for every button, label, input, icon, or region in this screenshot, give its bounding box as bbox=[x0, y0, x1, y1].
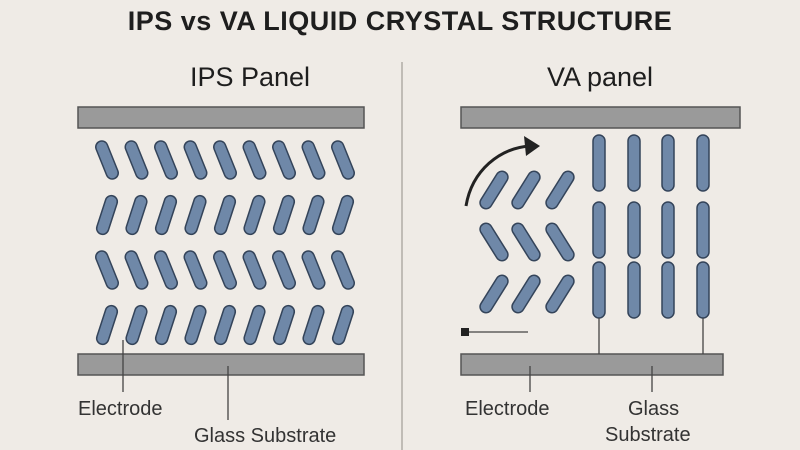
va-substrate-label-line2: Substrate bbox=[605, 424, 691, 446]
va-tilted-molecule bbox=[511, 274, 541, 314]
va-vertical-molecule bbox=[661, 201, 675, 259]
va-tilted-molecule bbox=[545, 222, 575, 262]
rotation-arrow-head bbox=[524, 136, 540, 156]
ips-crystal-molecule bbox=[95, 194, 119, 236]
va-tilted-molecule bbox=[511, 170, 541, 210]
va-vertical-molecule bbox=[592, 134, 606, 192]
ips-crystal-molecule bbox=[184, 304, 207, 346]
ips-crystal-molecule bbox=[331, 304, 355, 346]
ips-crystal-molecule bbox=[125, 304, 148, 346]
ips-crystal-molecule bbox=[272, 304, 296, 346]
va-vertical-molecule bbox=[627, 201, 641, 259]
ips-crystal-molecule bbox=[301, 250, 326, 290]
ips-crystal-molecule bbox=[95, 140, 119, 180]
ips-crystal-molecule bbox=[272, 250, 296, 290]
ips-crystal-molecule bbox=[242, 250, 267, 290]
ips-substrate-label: Glass Substrate bbox=[194, 425, 337, 447]
ips-crystal-molecule bbox=[125, 194, 148, 236]
ips-crystal-molecule bbox=[331, 140, 355, 180]
ips-crystal-molecule bbox=[124, 140, 149, 180]
ips-crystal-molecule bbox=[124, 250, 149, 290]
va-bottom-glass-plate bbox=[460, 353, 724, 376]
ips-crystal-molecule bbox=[154, 304, 178, 346]
ips-top-glass-plate bbox=[77, 106, 365, 129]
va-tilted-molecule bbox=[545, 274, 575, 314]
va-vertical-molecule bbox=[696, 261, 710, 319]
ips-crystal-molecule bbox=[154, 250, 178, 290]
ips-crystal-molecule bbox=[301, 140, 326, 180]
va-electrode-terminal bbox=[461, 328, 469, 336]
va-vertical-molecule bbox=[696, 134, 710, 192]
ips-crystal-molecule bbox=[184, 194, 207, 236]
va-tilted-molecule bbox=[479, 274, 509, 314]
ips-crystal-molecule bbox=[213, 140, 237, 180]
va-tilted-molecule bbox=[545, 170, 575, 210]
ips-crystal-molecule bbox=[213, 304, 237, 346]
va-crystal-layer bbox=[479, 134, 710, 319]
va-vertical-molecule bbox=[661, 134, 675, 192]
ips-crystal-molecule bbox=[243, 304, 266, 346]
va-panel-heading: VA panel bbox=[546, 62, 654, 92]
va-tilted-molecule bbox=[479, 222, 509, 262]
va-substrate-label-line1: Glass bbox=[628, 398, 680, 420]
va-vertical-molecule bbox=[627, 134, 641, 192]
ips-crystal-molecule bbox=[95, 250, 119, 290]
ips-crystal-molecule bbox=[183, 140, 208, 180]
va-vertical-molecule bbox=[592, 261, 606, 319]
ips-crystal-molecule bbox=[213, 194, 237, 236]
va-tilted-molecule bbox=[511, 222, 541, 262]
rotation-arrow bbox=[464, 144, 531, 207]
ips-crystal-molecule bbox=[272, 194, 296, 236]
ips-crystal-molecule bbox=[302, 304, 325, 346]
ips-crystal-molecule bbox=[331, 250, 355, 290]
va-vertical-molecule bbox=[627, 261, 641, 319]
ips-crystal-molecule bbox=[154, 140, 178, 180]
ips-crystal-molecule bbox=[302, 194, 325, 236]
va-vertical-molecule bbox=[661, 261, 675, 319]
ips-crystal-molecule bbox=[331, 194, 355, 236]
diagram-title: IPS vs VA LIQUID CRYSTAL STRUCTURE bbox=[127, 6, 673, 36]
ips-electrode-label: Electrode bbox=[78, 398, 163, 420]
ips-crystal-molecule bbox=[213, 250, 237, 290]
va-top-glass-plate bbox=[460, 106, 741, 129]
ips-panel-heading: IPS Panel bbox=[189, 62, 311, 92]
ips-crystal-molecule bbox=[242, 140, 267, 180]
ips-crystal-molecule bbox=[95, 304, 119, 346]
va-electrode-label: Electrode bbox=[465, 398, 550, 420]
ips-crystal-molecule bbox=[243, 194, 266, 236]
ips-crystal-layer bbox=[95, 140, 355, 346]
ips-crystal-molecule bbox=[154, 194, 178, 236]
va-vertical-molecule bbox=[696, 201, 710, 259]
ips-crystal-molecule bbox=[183, 250, 208, 290]
ips-bottom-glass-plate bbox=[77, 353, 365, 376]
va-vertical-molecule bbox=[592, 201, 606, 259]
va-tilted-molecule bbox=[479, 170, 509, 210]
ips-crystal-molecule bbox=[272, 140, 296, 180]
